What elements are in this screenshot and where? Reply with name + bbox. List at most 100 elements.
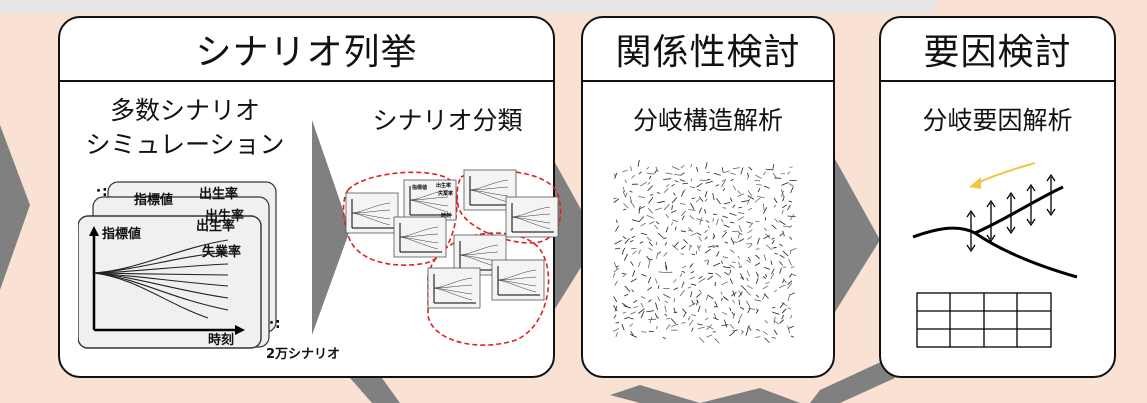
branch-edge xyxy=(790,187,794,193)
branch-edge xyxy=(729,197,733,203)
branch-edge xyxy=(648,247,653,251)
branch-edge xyxy=(655,241,658,246)
branch-edge xyxy=(779,267,782,274)
branch-edge xyxy=(681,215,685,221)
branch-edge xyxy=(640,310,645,319)
bottom-arrow-icon xyxy=(810,360,895,403)
branch-edge xyxy=(763,254,767,261)
branch-edge xyxy=(732,204,736,208)
branch-edge xyxy=(746,325,751,330)
branch-edge xyxy=(674,180,679,183)
branch-edge xyxy=(782,225,791,228)
branch-edge xyxy=(638,205,641,214)
series-label: 出生率 xyxy=(196,218,235,234)
branch-edge xyxy=(631,235,636,239)
branch-edge xyxy=(665,265,668,271)
back-card-label: 出生率 xyxy=(199,186,238,202)
branch-edge xyxy=(748,208,753,211)
branch-edge xyxy=(629,200,636,208)
branch-edge xyxy=(688,319,694,326)
branch-edge xyxy=(631,219,640,223)
branch-edge xyxy=(789,292,795,296)
branch-edge xyxy=(755,277,759,285)
branch-edge xyxy=(647,185,654,192)
branch-edge xyxy=(615,265,619,268)
branch-edge xyxy=(757,274,759,278)
branch-edge xyxy=(748,222,754,228)
branch-edge xyxy=(698,276,703,280)
branch-edge xyxy=(705,162,708,169)
branch-edge xyxy=(621,323,625,331)
branch-edge xyxy=(671,219,679,223)
branch-edge xyxy=(755,174,762,179)
branch-edge xyxy=(713,317,719,321)
branch-edge xyxy=(665,226,669,233)
branch-edge xyxy=(630,239,634,243)
branch-edge xyxy=(754,299,762,302)
branch-edge xyxy=(671,244,679,251)
branch-edge xyxy=(724,241,729,244)
branch-edge xyxy=(680,253,685,255)
branch-edge xyxy=(622,186,625,193)
branch-edge xyxy=(673,278,677,283)
branch-edge xyxy=(755,220,760,223)
branch-structure-graph xyxy=(612,160,797,344)
branch-edge xyxy=(741,331,744,335)
branch-edge xyxy=(698,196,704,202)
branch-edge xyxy=(613,314,617,319)
branch-edge xyxy=(755,336,761,338)
branch-edge xyxy=(671,210,677,213)
branch-edge xyxy=(647,260,651,269)
branch-edge xyxy=(683,311,687,318)
branch-edge xyxy=(680,245,686,250)
branch-edge xyxy=(688,209,696,211)
branch-edge xyxy=(656,325,658,330)
branch-edge xyxy=(680,210,686,217)
branch-edge xyxy=(690,271,694,274)
branch-edge xyxy=(706,324,713,331)
branch-edge xyxy=(722,188,726,192)
branch-edge xyxy=(630,311,636,315)
branch-edge xyxy=(637,261,641,268)
branch-edge xyxy=(640,302,644,308)
branch-edge xyxy=(690,178,693,182)
branch-edge xyxy=(696,293,701,298)
branch-edge xyxy=(771,237,775,240)
branch-edge xyxy=(745,328,749,336)
branch-edge xyxy=(613,198,620,203)
branch-edge xyxy=(649,221,655,225)
section-label-line: シナリオ分類 xyxy=(372,106,523,135)
branch-edge xyxy=(698,337,705,343)
branch-edge xyxy=(746,221,752,224)
branch-edge xyxy=(737,233,741,239)
branch-edge xyxy=(722,266,731,269)
branch-edge xyxy=(756,329,760,331)
branch-edge xyxy=(780,190,784,198)
branch-edge xyxy=(613,261,618,270)
branch-edge xyxy=(688,302,696,308)
branch-edge xyxy=(622,169,628,173)
branch-edge xyxy=(673,287,679,290)
branch-edge xyxy=(747,307,751,314)
branch-edge xyxy=(671,183,675,187)
branch-edge xyxy=(688,245,692,251)
branch-edge xyxy=(729,307,732,312)
branch-edge xyxy=(679,289,685,297)
branch-edge xyxy=(747,190,753,197)
ellipsis-mark: ･: xyxy=(268,316,281,332)
branch-edge xyxy=(737,216,744,221)
branch-edge xyxy=(631,289,634,293)
branch-edge xyxy=(732,290,736,297)
branch-edge xyxy=(716,218,719,226)
branch-edge xyxy=(787,282,793,290)
branch-edge xyxy=(630,227,634,231)
branch-edge xyxy=(671,166,680,171)
branch-edge xyxy=(681,308,687,313)
branch-edge xyxy=(623,253,628,261)
branch-edge xyxy=(640,222,646,227)
branch-edge xyxy=(704,259,709,262)
branch-edge xyxy=(612,305,618,312)
branch-edge xyxy=(696,232,702,236)
branch-edge xyxy=(738,291,743,298)
branch-edge xyxy=(656,192,661,194)
